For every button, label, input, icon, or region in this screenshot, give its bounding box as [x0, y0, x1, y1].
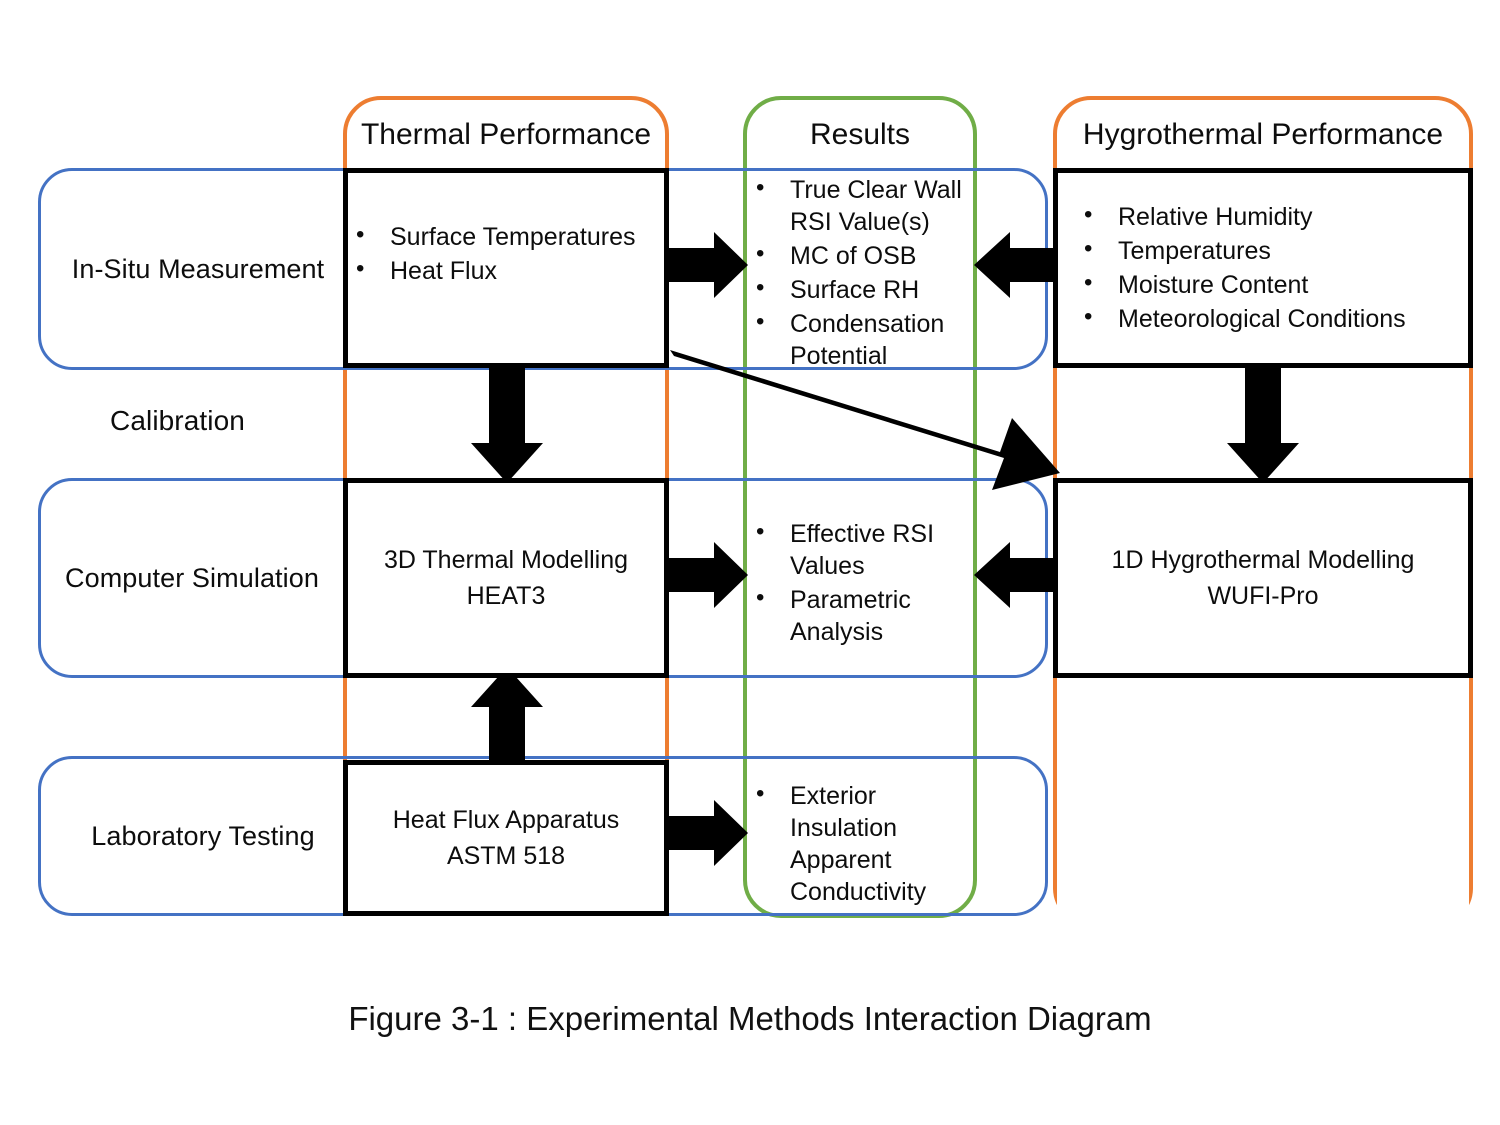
bullet-list-insitu-results: True Clear Wall RSI Value(s) MC of OSB S… — [748, 173, 972, 372]
bullet-list-insitu-hygrothermal: Relative Humidity Temperatures Moisture … — [1058, 200, 1468, 335]
bullet-list-insitu-thermal: Surface Temperatures Heat Flux — [348, 220, 664, 287]
list-item: Condensation Potential — [748, 307, 972, 372]
box-line-2: ASTM 518 — [446, 842, 566, 870]
box-insitu-thermal: Surface Temperatures Heat Flux — [343, 168, 669, 368]
box-simulation-hygrothermal: 1D Hygrothermal Modelling WUFI-Pro — [1053, 478, 1473, 678]
mask-hygro-bottom — [1057, 680, 1469, 930]
lane-label-laboratory-testing: Laboratory Testing — [91, 820, 315, 851]
lane-label-computer-simulation: Computer Simulation — [64, 562, 319, 593]
box-simulation-results: Effective RSI Values Parametric Analysis — [748, 478, 972, 678]
column-title-results: Results — [809, 118, 911, 151]
list-item: Heat Flux — [348, 254, 664, 287]
list-item: True Clear Wall RSI Value(s) — [748, 173, 972, 238]
box-line-2: WUFI-Pro — [1207, 582, 1319, 610]
list-item: Surface Temperatures — [348, 220, 664, 253]
list-item: Moisture Content — [1076, 268, 1468, 301]
list-item: Relative Humidity — [1076, 200, 1468, 233]
column-title-hygrothermal: Hygrothermal Performance — [1082, 118, 1444, 151]
lane-label-in-situ: In-Situ Measurement — [71, 253, 325, 284]
box-insitu-hygrothermal: Relative Humidity Temperatures Moisture … — [1053, 168, 1473, 368]
list-item: Exterior Insulation Apparent Conductivit… — [748, 779, 972, 908]
bullet-list-simulation-results: Effective RSI Values Parametric Analysis — [748, 517, 972, 648]
list-item: Temperatures — [1076, 234, 1468, 267]
box-line-1: Heat Flux Apparatus — [392, 805, 620, 834]
column-outline-results — [743, 96, 977, 918]
list-item: Surface RH — [748, 273, 972, 306]
list-item: Effective RSI Values — [748, 517, 972, 582]
box-simulation-thermal: 3D Thermal Modelling HEAT3 — [343, 478, 669, 678]
box-line-1: 1D Hygrothermal Modelling — [1111, 545, 1415, 574]
bullet-list-laboratory-results: Exterior Insulation Apparent Conductivit… — [748, 779, 972, 908]
box-insitu-results: True Clear Wall RSI Value(s) MC of OSB S… — [748, 168, 972, 370]
annotation-calibration: Calibration — [110, 405, 245, 436]
box-line-1: 3D Thermal Modelling — [383, 545, 629, 574]
box-laboratory-thermal: Heat Flux Apparatus ASTM 518 — [343, 760, 669, 916]
list-item: MC of OSB — [748, 239, 972, 272]
column-title-thermal: Thermal Performance — [360, 118, 652, 151]
box-laboratory-results: Exterior Insulation Apparent Conductivit… — [748, 760, 972, 916]
box-line-2: HEAT3 — [466, 582, 546, 610]
mask-thermal-bottom — [347, 914, 665, 932]
list-item: Parametric Analysis — [748, 583, 972, 648]
figure-caption: Figure 3-1 : Experimental Methods Intera… — [348, 1000, 1152, 1037]
list-item: Meteorological Conditions — [1076, 302, 1468, 335]
